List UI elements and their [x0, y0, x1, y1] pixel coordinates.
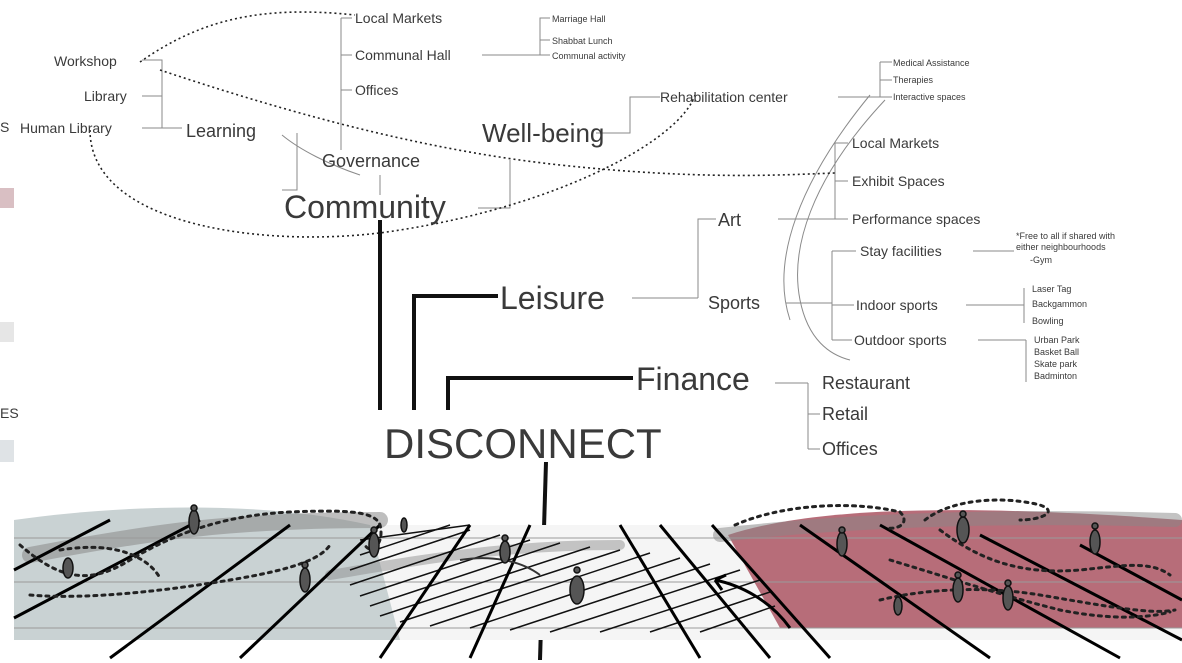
- node-backgammon: Backgammon: [1032, 299, 1087, 309]
- node-bowling: Bowling: [1032, 316, 1064, 326]
- smudge-middle: [325, 540, 625, 580]
- node-gym: -Gym: [1030, 255, 1052, 265]
- node-medical-assistance: Medical Assistance: [893, 58, 970, 68]
- node-restaurant: Restaurant: [822, 373, 910, 393]
- node-communal-activity: Communal activity: [552, 51, 626, 61]
- node-offices-gov: Offices: [355, 82, 398, 98]
- street-sketch: [13, 498, 1182, 660]
- edge-swatch-pink: [0, 188, 14, 208]
- edge-swatch-blue: [0, 440, 14, 462]
- node-badminton: Badminton: [1034, 371, 1077, 381]
- node-art: Art: [718, 210, 741, 230]
- node-shabbat-lunch: Shabbat Lunch: [552, 36, 613, 46]
- dotted-loops: [89, 11, 836, 238]
- finance-tree: Finance Restaurant Retail Offices: [636, 361, 910, 459]
- direction-arrowhead: [713, 573, 727, 591]
- node-offices-fin: Offices: [822, 439, 878, 459]
- node-wellbeing: Well-being: [482, 118, 604, 148]
- community-connectors: [142, 17, 892, 209]
- leisure-connectors: [281, 94, 1027, 450]
- node-urban-park: Urban Park: [1034, 335, 1080, 345]
- leisure-tree: Leisure Art Local Markets Exhibit Spaces…: [500, 135, 1115, 381]
- pedestrian-figures: [62, 504, 1101, 616]
- node-local-markets-gov: Local Markets: [355, 10, 442, 26]
- node-governance: Governance: [322, 151, 420, 171]
- smudge-right: [713, 511, 1182, 542]
- community-tree: Workshop Library Human Library Learning …: [20, 10, 970, 225]
- node-skate-park: Skate park: [1034, 359, 1078, 369]
- direction-arrow: [714, 578, 792, 629]
- edge-fragment-s: S: [0, 119, 9, 135]
- node-basket-ball: Basket Ball: [1034, 347, 1079, 357]
- node-laser-tag: Laser Tag: [1032, 284, 1071, 294]
- road-lines: [13, 518, 1182, 660]
- node-library: Library: [84, 88, 127, 104]
- node-finance: Finance: [636, 361, 750, 397]
- node-leisure: Leisure: [500, 280, 605, 316]
- node-learning: Learning: [186, 121, 256, 141]
- node-indoor-sports: Indoor sports: [856, 297, 938, 313]
- node-retail: Retail: [822, 404, 868, 424]
- node-therapies: Therapies: [893, 75, 934, 85]
- edge-swatch-grey: [0, 322, 14, 342]
- movement-paths: [18, 498, 1177, 619]
- node-disconnect: DISCONNECT: [384, 420, 662, 467]
- node-performance-spaces: Performance spaces: [852, 211, 980, 227]
- node-workshop: Workshop: [54, 53, 117, 69]
- node-outdoor-sports: Outdoor sports: [854, 332, 947, 348]
- note-either-neighbourhoods: either neighbourhoods: [1016, 242, 1106, 252]
- node-sports: Sports: [708, 293, 760, 313]
- node-interactive-spaces: Interactive spaces: [893, 92, 966, 102]
- node-stay-facilities: Stay facilities: [860, 243, 942, 259]
- node-rehabilitation-center: Rehabilitation center: [660, 89, 788, 105]
- node-local-markets-art: Local Markets: [852, 135, 939, 151]
- node-exhibit-spaces: Exhibit Spaces: [852, 173, 945, 189]
- node-human-library: Human Library: [20, 120, 112, 136]
- node-marriage-hall: Marriage Hall: [552, 14, 606, 24]
- note-free-to-all: *Free to all if shared with: [1016, 231, 1115, 241]
- edge-fragment-es: ES: [0, 405, 19, 421]
- node-community: Community: [284, 189, 446, 225]
- node-communal-hall: Communal Hall: [355, 47, 451, 63]
